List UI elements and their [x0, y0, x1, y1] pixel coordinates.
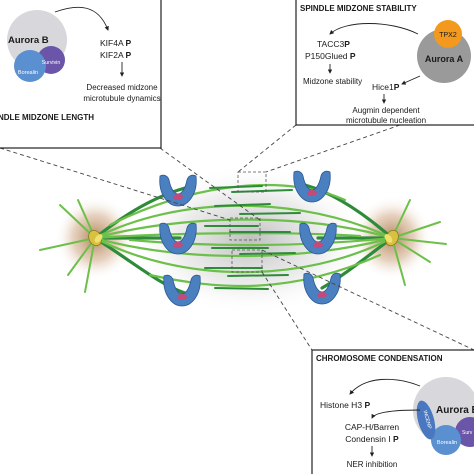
- right-centrosome: [384, 229, 399, 247]
- outcome-augmin-2: microtubule nucleation: [346, 116, 426, 125]
- chromosome-right-bottom: [303, 272, 341, 305]
- left-centrosome: [88, 229, 103, 247]
- outcome-line-1: Decreased midzone: [86, 83, 158, 92]
- chromosome-left-bottom: [163, 274, 201, 307]
- tpx2-label: TPX2: [439, 32, 457, 39]
- borealin-label: Borealin: [18, 70, 38, 76]
- survivin-label: Surv: [462, 430, 473, 436]
- incenp-label: INCENP: [422, 410, 433, 430]
- chromosome-left-top: [159, 174, 197, 207]
- kinase-label: Aurora B: [436, 405, 474, 416]
- borealin-label: Borealin: [437, 440, 457, 446]
- target-kif4a: KIF4A P: [100, 38, 132, 48]
- target-tacc3: TACC3P: [317, 39, 350, 49]
- panel-title: SPINDLE MIDZONE STABILITY: [300, 4, 417, 13]
- arrow-to-hice1: [401, 75, 421, 85]
- target-p150glued: P150Glued P: [305, 51, 356, 61]
- chromosome-right-mid: [299, 222, 337, 255]
- kinase-label: Aurora B: [8, 35, 49, 46]
- connector-lines: [0, 124, 474, 351]
- panel-midzone-stability: SPINDLE MIDZONE STABILITY TPX2 Aurora A …: [295, 0, 474, 126]
- curved-arrow: [329, 23, 419, 35]
- panel-condensation: CHROMOSOME CONDENSATION INCENP Borealin …: [311, 349, 474, 474]
- chromosome-right-top: [293, 170, 331, 203]
- astral-microtubules: [39, 199, 447, 293]
- target-histone-h3: Histone H3 P: [320, 400, 370, 410]
- outcome-stability: Midzone stability: [303, 77, 362, 86]
- survivin-label: Survivin: [42, 60, 61, 66]
- panel-midzone-length: Aurora B Survivin Borealin KIF4A P KIF2A…: [0, 0, 162, 149]
- arrow-to-condensin: [371, 409, 421, 419]
- chromosome-left-mid: [159, 222, 197, 255]
- condensation-region-box: [231, 249, 263, 273]
- target-kif2a: KIF2A P: [100, 50, 132, 60]
- panel-title: NDLE MIDZONE LENGTH: [0, 113, 94, 122]
- panel-title: CHROMOSOME CONDENSATION: [316, 354, 443, 363]
- incenp-shape: [416, 400, 436, 440]
- curved-arrow: [349, 378, 421, 395]
- kinase-label: Aurora A: [425, 54, 464, 64]
- borealin-circle: [14, 50, 46, 82]
- outcome-ner: NER inhibition: [347, 460, 398, 469]
- tpx2-circle: [434, 20, 462, 48]
- target-caph: CAP-H/Barren: [345, 422, 400, 432]
- target-hice1: Hice1P: [372, 82, 400, 92]
- outcome-augmin-1: Augmin dependent: [352, 106, 420, 115]
- borealin-circle: [431, 425, 461, 455]
- curved-arrow: [54, 6, 109, 31]
- midzone-stability-region-box: [237, 171, 267, 193]
- outcome-line-2: microtubule dynamics: [83, 94, 160, 103]
- target-condensin: Condensin I P: [345, 434, 399, 444]
- midzone-length-region-box: [229, 217, 261, 241]
- chromosomes: [159, 170, 341, 307]
